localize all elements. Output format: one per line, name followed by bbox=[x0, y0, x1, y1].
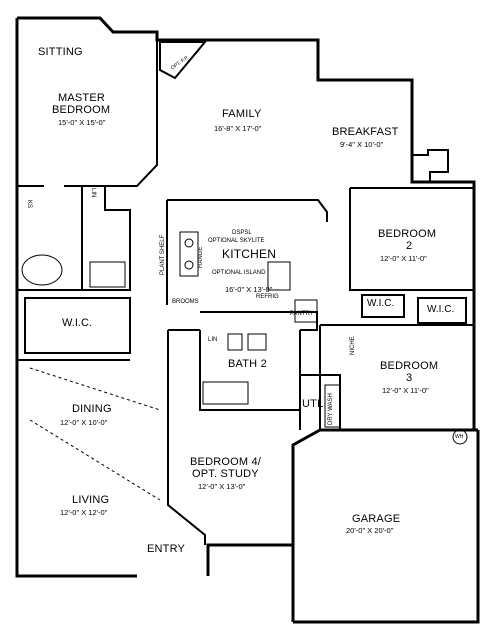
master-wic-wall bbox=[24, 297, 131, 354]
bedroom2-dim: 12'-0" X 11'-0" bbox=[380, 254, 427, 263]
bedroom2-wall bbox=[349, 187, 475, 291]
dining-label: DINING bbox=[72, 403, 112, 415]
entry-label: ENTRY bbox=[147, 543, 186, 555]
living-label: LIVING bbox=[72, 494, 110, 506]
kitchen-note-skylite: OPTIONAL SKYLITE bbox=[208, 238, 265, 244]
outer-wall-left bbox=[15, 18, 137, 578]
brooms-label: BROOMS bbox=[172, 299, 199, 305]
kitchen-label: KITCHEN bbox=[222, 247, 277, 261]
bath2-tub bbox=[202, 381, 249, 405]
bedroom3-label-2: 3 bbox=[406, 372, 413, 384]
bedroom2-label-2: 2 bbox=[406, 240, 413, 252]
kitchen-island-note: OPTIONAL ISLAND bbox=[212, 270, 266, 276]
water-heater bbox=[452, 429, 468, 445]
breakfast-label: BREAKFAST bbox=[332, 126, 399, 138]
range-box bbox=[179, 231, 199, 277]
sitting-label: SITTING bbox=[38, 46, 83, 58]
entry-wall bbox=[206, 543, 293, 576]
utl-label: UTL bbox=[302, 398, 324, 410]
breakfast-dim: 9'-4" X 10'-0" bbox=[340, 140, 384, 149]
wic-b2-a bbox=[361, 294, 405, 318]
wic-b2-b bbox=[417, 297, 467, 324]
bedroom4-label-1: BEDROOM 4/ bbox=[190, 456, 262, 468]
pantry-label: PANTRY bbox=[290, 311, 314, 317]
kitchen-dim: 16'-0" X 13'-0" bbox=[225, 285, 273, 294]
pantry-box bbox=[294, 299, 318, 323]
wh-label: WH bbox=[455, 434, 464, 440]
master-right-wall bbox=[64, 40, 158, 187]
master-wic-label: W.I.C. bbox=[62, 317, 92, 329]
dry-wash-label: DRY WASH bbox=[328, 393, 334, 425]
laundry bbox=[324, 384, 341, 428]
refrig-label: REFRIG bbox=[256, 294, 279, 300]
master-label-2: BEDROOM bbox=[52, 104, 111, 116]
breakfast-bay bbox=[412, 149, 449, 182]
master-shower bbox=[89, 261, 126, 288]
bath2-sink bbox=[247, 333, 267, 351]
lin-master-label: LIN bbox=[90, 188, 96, 198]
plant-shelf-label: PLANT SHELF bbox=[160, 234, 166, 275]
bath2-toilet bbox=[227, 333, 243, 351]
master-bath-wall bbox=[17, 186, 131, 291]
wic-b2b-label: W.I.C. bbox=[427, 304, 455, 315]
living-dim: 12'-0" X 12'-0" bbox=[60, 508, 108, 517]
garage-dim: 20'-0" X 20'-0" bbox=[346, 526, 394, 535]
niche-label: NICHE bbox=[350, 336, 356, 355]
bedroom3-label-1: BEDROOM bbox=[380, 360, 439, 372]
range-label: RANGE bbox=[198, 246, 204, 268]
dining-dim: 12'-0" X 10'-0" bbox=[60, 418, 108, 427]
master-tub bbox=[21, 254, 63, 286]
bedroom2-label-1: BEDROOM bbox=[378, 228, 437, 240]
bedroom3-dim: 12'-0" X 11'-0" bbox=[382, 386, 429, 395]
bedroom4-label-2: OPT. STUDY bbox=[192, 468, 259, 480]
garage-left-wall bbox=[291, 428, 474, 622]
garage-wall bbox=[293, 430, 480, 624]
wic-b2a-label: W.I.C. bbox=[367, 298, 395, 309]
garage-label: GARAGE bbox=[352, 513, 401, 525]
bedroom4-dim: 12'-0" X 13'-0" bbox=[198, 482, 246, 491]
kitchen-counter bbox=[167, 199, 328, 222]
bath2-label: BATH 2 bbox=[228, 358, 267, 370]
family-label: FAMILY bbox=[222, 108, 262, 120]
ks-label: KS bbox=[26, 200, 32, 209]
lin-bath-label: LIN bbox=[208, 337, 218, 343]
hall-wall bbox=[167, 329, 206, 545]
master-label-1: MASTER bbox=[58, 92, 106, 104]
kitchen-note-dspsl: DSPSL bbox=[232, 230, 252, 236]
master-dim: 15'-0" X 15'-0" bbox=[58, 118, 106, 127]
refrig-box bbox=[267, 261, 291, 291]
family-dim: 16'-8" X 17'-0" bbox=[214, 124, 262, 133]
bedroom3-wall bbox=[319, 324, 474, 430]
bath2-wall bbox=[199, 330, 301, 411]
fireplace bbox=[159, 41, 208, 80]
